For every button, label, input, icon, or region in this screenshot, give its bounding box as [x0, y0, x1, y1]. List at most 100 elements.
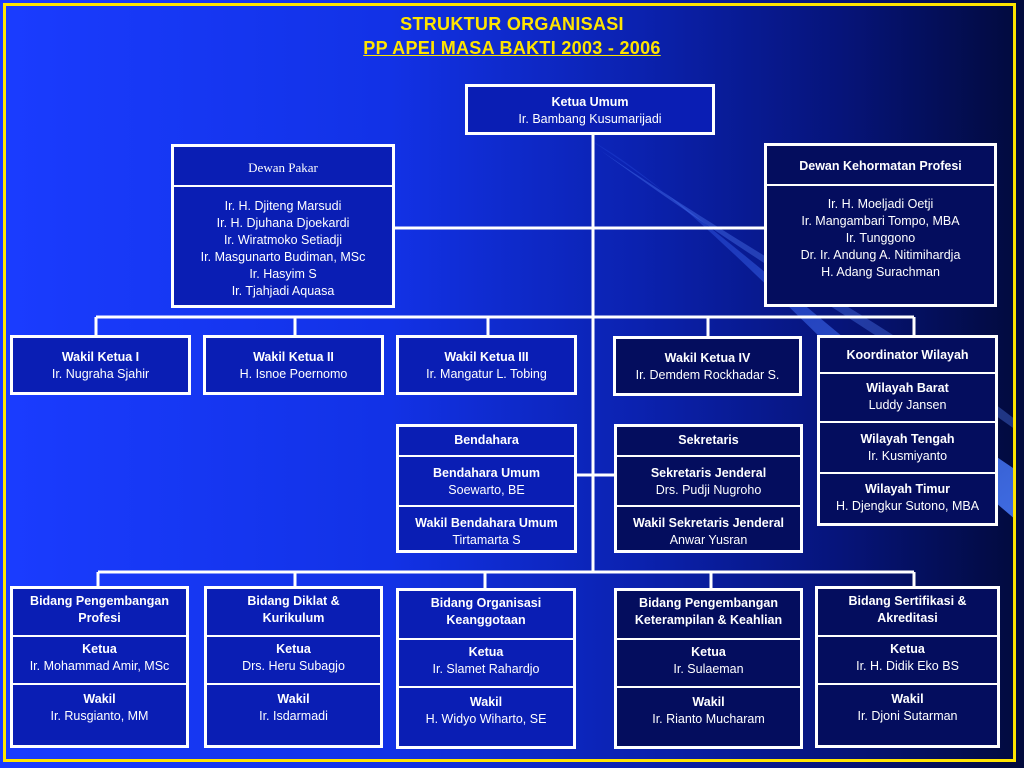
member-name: Ir. Tjahjadi Aquasa	[231, 284, 335, 298]
wilayah-name: Luddy Jansen	[868, 398, 947, 412]
wilayah-section: Wilayah Barat Luddy Jansen	[820, 372, 995, 421]
koordinator-wilayah-box: Koordinator Wilayah Wilayah Barat Luddy …	[817, 335, 998, 526]
bidang-wakil: Wakil H. Widyo Wiharto, SE	[399, 686, 573, 728]
bidang-diklat-box: Bidang Diklat & Kurikulum Ketua Drs. Her…	[204, 586, 383, 748]
wakil-ketua-name: Ir. Mangatur L. Tobing	[426, 367, 547, 381]
bidang-title: Bidang Sertifikasi & Akreditasi	[848, 594, 967, 625]
slide-frame	[3, 3, 1016, 762]
bidang-wakil: Wakil Ir. Djoni Sutarman	[818, 683, 997, 725]
bidang-ketua: Ketua Ir. H. Didik Eko BS	[818, 635, 997, 683]
ketua-label: Ketua	[276, 642, 311, 656]
ketua-umum-name: Ir. Bambang Kusumarijadi	[518, 112, 662, 126]
dewan-pakar-box: Dewan Pakar Ir. H. Djiteng Marsudi Ir. H…	[171, 144, 395, 308]
ketua-name: Ir. Slamet Rahardjo	[432, 662, 540, 676]
dewan-kehormatan-title: Dewan Kehormatan Profesi	[799, 159, 962, 173]
wakil-ketua-3-box: Wakil Ketua III Ir. Mangatur L. Tobing	[396, 335, 577, 395]
ketua-umum-box: Ketua Umum Ir. Bambang Kusumarijadi	[465, 84, 715, 135]
role-title: Sekretaris Jenderal	[650, 466, 767, 480]
member-name: Ir. H. Djuhana Djoekardi	[216, 216, 350, 230]
wakil-ketua-2-box: Wakil Ketua II H. Isnoe Poernomo	[203, 335, 384, 395]
member-name: Ir. H. Djiteng Marsudi	[224, 199, 342, 213]
bendahara-box: Bendahara Bendahara Umum Soewarto, BE Wa…	[396, 424, 577, 553]
wakil-ketua-title: Wakil Ketua III	[444, 350, 529, 364]
wakil-ketua-title: Wakil Ketua II	[253, 350, 334, 364]
member-name: Ir. H. Moeljadi Oetji	[827, 197, 934, 211]
member-name: H. Adang Surachman	[821, 265, 940, 279]
bidang-pengembangan-profesi-box: Bidang Pengembangan Profesi Ketua Ir. Mo…	[10, 586, 189, 748]
ketua-label: Ketua	[468, 645, 504, 659]
wilayah-section: Wilayah Timur H. Djengkur Sutono, MBA	[820, 472, 995, 522]
bidang-wakil: Wakil Ir. Rusgianto, MM	[13, 683, 186, 725]
dewan-pakar-members: Ir. H. Djiteng Marsudi Ir. H. Djuhana Dj…	[174, 185, 392, 300]
wakil-label: Wakil	[277, 692, 310, 706]
member-name: Ir. Wiratmoko Setiadji	[223, 233, 343, 247]
wilayah-name: Ir. Kusmiyanto	[867, 449, 948, 463]
wakil-ketua-name: Ir. Demdem Rockhadar S.	[635, 368, 780, 382]
bendahara-role: Bendahara Umum Soewarto, BE	[399, 455, 574, 505]
role-name: Soewarto, BE	[448, 483, 525, 497]
ketua-label: Ketua	[82, 642, 117, 656]
wakil-name: Ir. Rusgianto, MM	[50, 709, 149, 723]
wakil-name: H. Widyo Wiharto, SE	[425, 712, 547, 726]
bidang-organisasi-box: Bidang Organisasi Keanggotaan Ketua Ir. …	[396, 588, 576, 749]
member-name: Ir. Mangambari Tompo, MBA	[801, 214, 960, 228]
bidang-wakil: Wakil Ir. Rianto Mucharam	[617, 686, 800, 728]
bidang-title: Bidang Diklat & Kurikulum	[247, 594, 340, 625]
bendahara-title: Bendahara	[454, 433, 519, 447]
ketua-label: Ketua	[691, 645, 726, 659]
chart-title: STRUKTUR ORGANISASI	[400, 14, 624, 34]
sekretaris-title: Sekretaris	[678, 433, 739, 447]
ketua-name: Ir. H. Didik Eko BS	[856, 659, 959, 673]
bidang-title: Bidang Pengembangan Profesi	[30, 594, 169, 625]
wakil-ketua-1-box: Wakil Ketua I Ir. Nugraha Sjahir	[10, 335, 191, 395]
dewan-kehormatan-box: Dewan Kehormatan Profesi Ir. H. Moeljadi…	[764, 143, 997, 307]
dewan-kehormatan-members: Ir. H. Moeljadi Oetji Ir. Mangambari Tom…	[767, 184, 994, 281]
wakil-name: Ir. Rianto Mucharam	[652, 712, 765, 726]
ketua-label: Ketua	[890, 642, 925, 656]
bidang-sertifikasi-box: Bidang Sertifikasi & Akreditasi Ketua Ir…	[815, 586, 1000, 748]
member-name: Ir. Masgunarto Budiman, MSc	[200, 250, 366, 264]
wilayah-section: Wilayah Tengah Ir. Kusmiyanto	[820, 421, 995, 472]
ketua-name: Drs. Heru Subagjo	[242, 659, 345, 673]
wakil-label: Wakil	[692, 695, 725, 709]
sekretaris-box: Sekretaris Sekretaris Jenderal Drs. Pudj…	[614, 424, 803, 553]
role-title: Bendahara Umum	[433, 466, 540, 480]
bidang-ketua: Ketua Drs. Heru Subagjo	[207, 635, 380, 683]
wakil-ketua-4-box: Wakil Ketua IV Ir. Demdem Rockhadar S.	[613, 336, 802, 396]
chart-subtitle: PP APEI MASA BAKTI 2003 - 2006	[363, 38, 661, 58]
bidang-wakil: Wakil Ir. Isdarmadi	[207, 683, 380, 725]
wakil-label: Wakil	[469, 695, 503, 709]
ketua-umum-title: Ketua Umum	[551, 95, 629, 109]
wilayah-title: Wilayah Timur	[864, 482, 951, 496]
bidang-ketua: Ketua Ir. Mohammad Amir, MSc	[13, 635, 186, 683]
koordinator-wilayah-title: Koordinator Wilayah	[846, 348, 969, 362]
role-name: Tirtamarta S	[452, 533, 521, 547]
bidang-title: Bidang Organisasi Keanggotaan	[430, 596, 542, 627]
wakil-ketua-title: Wakil Ketua I	[61, 350, 140, 364]
role-name: Drs. Pudji Nugroho	[655, 483, 762, 497]
bidang-ketua: Ketua Ir. Slamet Rahardjo	[399, 638, 573, 686]
bendahara-role: Wakil Bendahara Umum Tirtamarta S	[399, 505, 574, 553]
wakil-name: Ir. Isdarmadi	[259, 709, 328, 723]
wakil-ketua-name: H. Isnoe Poernomo	[239, 367, 348, 381]
wakil-label: Wakil	[83, 692, 116, 706]
bidang-ketua: Ketua Ir. Sulaeman	[617, 638, 800, 686]
member-name: Dr. Ir. Andung A. Nitimihardja	[800, 248, 961, 262]
wakil-label: Wakil	[891, 692, 924, 706]
ketua-name: Ir. Sulaeman	[673, 662, 744, 676]
member-name: Ir. Hasyim S	[249, 267, 317, 281]
role-name: Anwar Yusran	[669, 533, 748, 547]
wakil-name: Ir. Djoni Sutarman	[857, 709, 958, 723]
wakil-ketua-name: Ir. Nugraha Sjahir	[51, 367, 150, 381]
wilayah-title: Wilayah Tengah	[860, 432, 955, 446]
ketua-name: Ir. Mohammad Amir, MSc	[29, 659, 170, 673]
wakil-ketua-title: Wakil Ketua IV	[664, 351, 751, 365]
wilayah-name: H. Djengkur Sutono, MBA	[835, 499, 980, 513]
wilayah-title: Wilayah Barat	[866, 381, 949, 395]
member-name: Ir. Tunggono	[845, 231, 916, 245]
role-title: Wakil Bendahara Umum	[415, 516, 558, 530]
bidang-pengembangan-keterampilan-box: Bidang Pengembangan Keterampilan & Keahl…	[614, 588, 803, 749]
role-title: Wakil Sekretaris Jenderal	[632, 516, 784, 530]
sekretaris-role: Sekretaris Jenderal Drs. Pudji Nugroho	[617, 455, 800, 505]
